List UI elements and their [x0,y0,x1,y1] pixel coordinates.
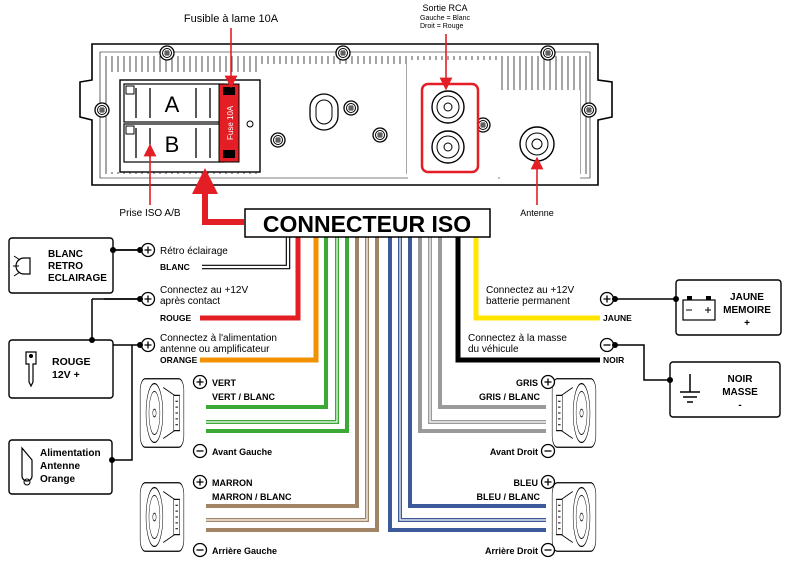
rca-title: Sortie RCA [422,3,467,13]
speaker-rear-right [540,474,597,558]
ignition-line-2: 12V + [52,369,80,381]
backlight-line-2: RETRO [48,261,83,272]
front-left-name: Avant Gauche [212,447,272,457]
battery-device [673,279,782,336]
orange-wire-label: ORANGE [160,355,198,365]
battery-line-2: MEMOIRE [723,305,771,316]
noir-description-1: Connectez à la masse [468,333,567,344]
iso-callout: Prise ISO A/B [119,208,180,219]
rca-left-note: Gauche = Blanc [420,15,471,22]
noir-description-2: du véhicule [468,344,519,355]
ignition-line-1: ROUGE [52,356,91,368]
front-left-pos: VERT [212,378,237,388]
callouts [143,28,544,205]
ground-line-2: MASSE [722,387,758,398]
iso-connector-title: CONNECTEUR ISO [263,211,471,237]
blanc-description: Rétro éclairage [160,246,228,257]
battery-line-3: + [744,318,750,329]
iso-connector-box: CONNECTEUR ISO [244,208,491,238]
rouge-description-1: Connectez au +12V [160,285,248,296]
fuse: Fuse 10A [218,83,240,163]
right-connections [599,291,676,381]
rear-left-name: Arrière Gauche [212,546,277,556]
rear-left-neg: MARRON / BLANC [212,492,292,502]
backlight-device [8,237,141,294]
battery-line-1: JAUNE [730,292,764,303]
orange-description-2: antenne ou amplificateur [160,344,270,355]
antenna-power-line-1: Alimentation [40,448,101,459]
rca-right-note: Droit = Rouge [420,23,463,30]
iso-link-arrow [192,168,244,225]
blanc-wire-label: BLANC [160,262,190,272]
noir-wire-label: NOIR [603,355,624,365]
orange-description-1: Connectez à l'alimentation [160,333,277,344]
jaune-description-2: batterie permanent [486,296,570,307]
antenna-socket [519,126,555,162]
front-right-neg: GRIS / BLANC [479,392,541,402]
antenna-power-device [8,439,115,495]
antenna-power-line-3: Orange [40,474,75,485]
port-b-label: B [165,132,180,157]
rouge-wire-label: ROUGE [160,313,192,323]
backlight-line-3: ECLAIRAGE [48,273,107,284]
speaker-front-left [139,374,208,459]
rouge-description-2: après contact [160,296,220,307]
ground-line-3: - [738,400,741,411]
front-left-neg: VERT / BLANC [212,392,276,402]
jaune-description-1: Connectez au +12V [486,285,574,296]
ir-jack [309,93,339,131]
backlight-line-1: BLANC [48,249,83,260]
antenna-power-line-2: Antenne [40,461,80,472]
front-right-pos: GRIS [516,378,538,388]
speaker-rear-left [139,474,208,558]
ground-line-1: NOIR [728,374,754,385]
port-a-label: A [165,92,180,117]
wire-bundle [200,234,600,532]
rear-right-pos: BLEU [514,478,539,488]
fuse-callout: Fusible à lame 10A [184,13,279,25]
speaker-front-right [540,374,597,459]
rear-left-pos: MARRON [212,478,253,488]
jaune-wire-label: JAUNE [603,313,632,323]
ground-device [667,361,781,418]
rca-outputs [420,82,480,174]
rear-right-name: Arrière Droit [485,546,538,556]
ignition-device [8,337,114,399]
rear-right-neg: BLEU / BLANC [477,492,541,502]
front-right-name: Avant Droit [490,447,538,457]
antenna-callout: Antenne [520,208,554,218]
fuse-label: Fuse 10A [226,105,235,140]
